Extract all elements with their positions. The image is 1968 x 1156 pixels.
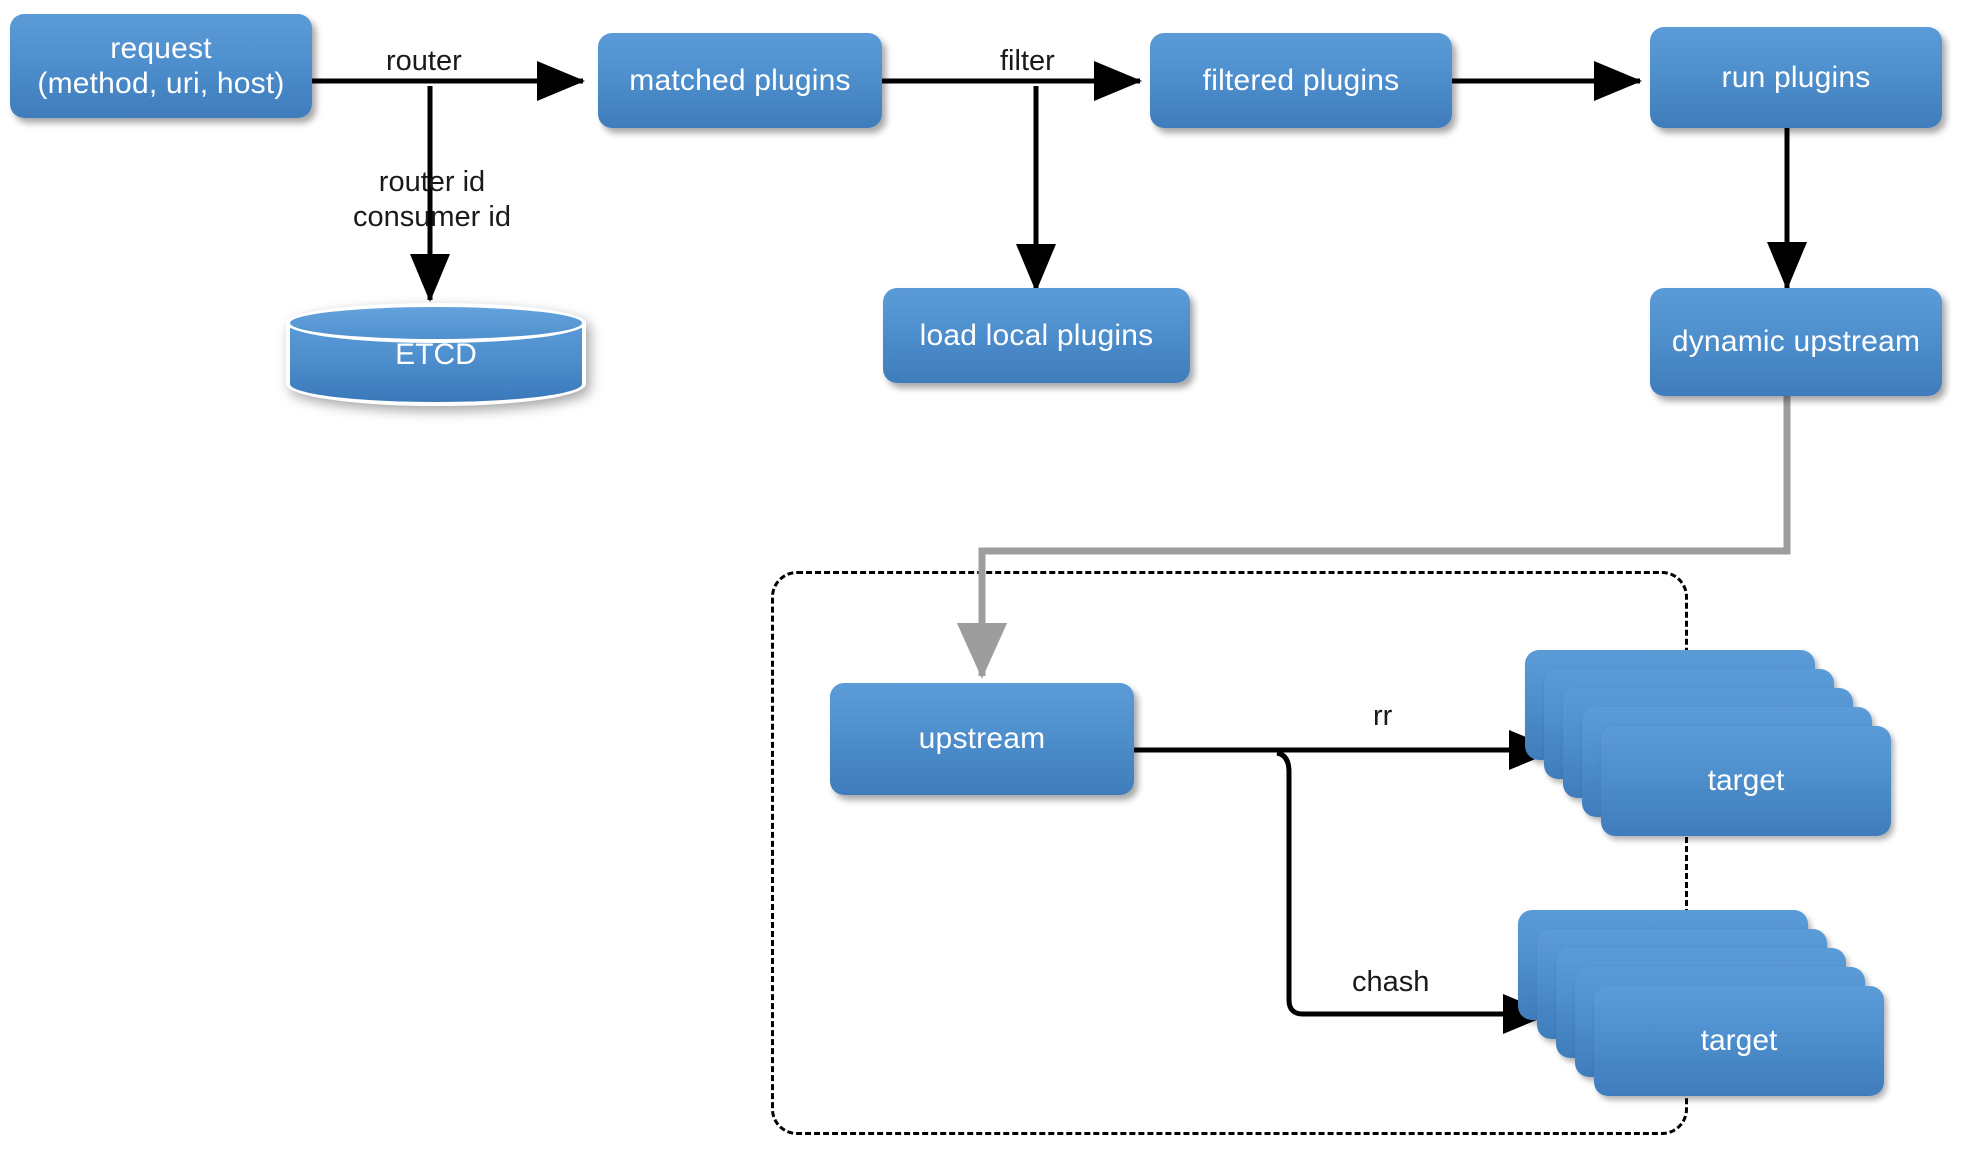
node-matched-plugins-label: matched plugins <box>629 63 851 97</box>
edge-label-router-id: router id <box>378 166 486 198</box>
node-dynamic-upstream[interactable]: dynamic upstream <box>1650 288 1942 396</box>
node-filtered-plugins[interactable]: filtered plugins <box>1150 33 1452 128</box>
edge-label-router: router <box>386 45 462 77</box>
node-run-plugins-label: run plugins <box>1721 60 1871 94</box>
node-target-chash-label: target <box>1700 1024 1778 1057</box>
node-upstream-label: upstream <box>918 722 1046 756</box>
edge-label-rr: rr <box>1373 700 1393 732</box>
edge-label-chash: chash <box>1352 966 1430 998</box>
node-upstream[interactable]: upstream <box>830 683 1134 795</box>
node-run-plugins[interactable]: run plugins <box>1650 27 1942 128</box>
node-request-label-line2: (method, uri, host) <box>37 67 285 100</box>
target-rr-layer-1: target <box>1601 726 1891 836</box>
target-chash-layer-1: target <box>1594 986 1884 1096</box>
node-target-rr[interactable]: target <box>1525 650 1925 840</box>
node-dynamic-upstream-label: dynamic upstream <box>1671 325 1921 359</box>
edge-label-consumer-id: consumer id <box>353 201 511 234</box>
node-etcd[interactable]: ETCD <box>286 303 586 406</box>
node-request-label-line1: request <box>110 31 212 65</box>
node-filtered-plugins-label: filtered plugins <box>1202 63 1400 97</box>
edge-label-router-consumer-id: router id consumer id <box>344 165 520 236</box>
node-load-local-plugins-label: load local plugins <box>919 318 1154 352</box>
node-matched-plugins[interactable]: matched plugins <box>598 33 882 128</box>
node-request[interactable]: request (method, uri, host) <box>10 14 312 118</box>
etcd-cylinder-top <box>286 303 586 343</box>
node-etcd-label: ETCD <box>395 337 477 371</box>
node-target-chash[interactable]: target <box>1518 910 1918 1100</box>
node-target-rr-label: target <box>1707 764 1785 797</box>
edge-label-filter: filter <box>1000 45 1055 77</box>
node-load-local-plugins[interactable]: load local plugins <box>883 288 1190 383</box>
